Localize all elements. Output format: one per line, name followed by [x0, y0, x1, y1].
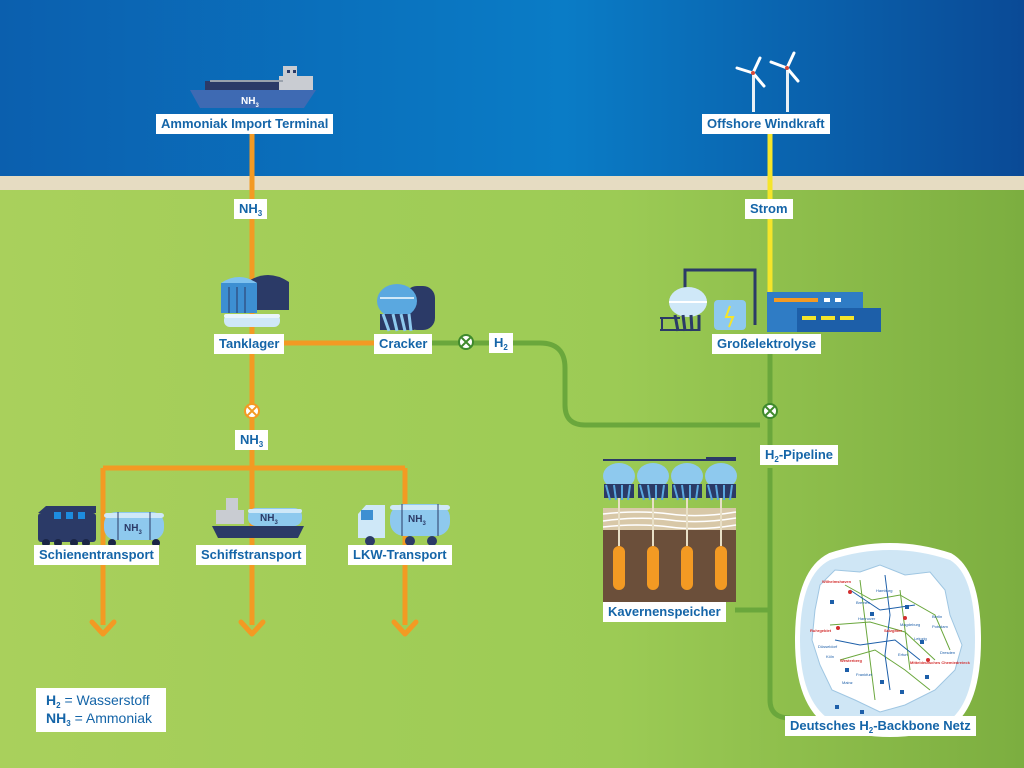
h2-pipeline-label: H2-Pipeline: [760, 445, 839, 465]
map-city-label: Bremen: [856, 600, 870, 605]
valve-icon: [244, 403, 260, 419]
nh3-flow-label-mid: NH3: [235, 430, 269, 450]
legend-h2-row: H2 = Wasserstoff: [46, 692, 150, 710]
map-city-label: Berlin: [932, 614, 942, 619]
map-city-label: Mitteldeutsches Chemiedreieck: [910, 660, 971, 665]
truck-icon: NH3: [358, 504, 450, 546]
schienentransport-label: Schienentransport: [34, 545, 159, 565]
map-city-label: Ruhrgebiet: [810, 628, 832, 633]
map-city-label: Düsseldorf: [818, 644, 838, 649]
strom-label: Strom: [745, 199, 793, 219]
ship-nh3-text: NH3: [241, 96, 259, 109]
valve-icon: [458, 334, 474, 350]
tanklager-label: Tanklager: [214, 334, 285, 354]
map-city-label: Hamburg: [876, 588, 892, 593]
wind-turbine-icon: [735, 51, 800, 112]
map-city-label: Frankfurt: [856, 672, 873, 677]
h2-backbone-label: Deutsches H2-Backbone Netz: [785, 716, 976, 736]
map-city-label: Hannover: [858, 616, 876, 621]
lkw-transport-label: LKW-Transport: [348, 545, 452, 565]
map-city-label: Westerberg: [840, 658, 862, 663]
train-icon: NH3: [38, 506, 164, 547]
grosselektrolyse-label: Großelektrolyse: [712, 334, 821, 354]
map-city-label: Wilhelmshaven: [822, 579, 852, 584]
map-city-label: Köln: [826, 654, 834, 659]
map-city-label: Mainz: [842, 680, 853, 685]
ammonia-import-terminal-label: Ammoniak Import Terminal: [156, 114, 334, 134]
germany-network-map-icon: Wilhelmshaven Hamburg Bremen Berlin Hann…: [794, 543, 982, 737]
legend-box: H2 = Wasserstoff NH3 = Ammoniak: [36, 688, 166, 732]
kavernenspeicher-label: Kavernenspeicher: [603, 602, 726, 622]
train-nh3-text: NH3: [124, 523, 142, 536]
down-arrow-icon: [89, 619, 419, 637]
barge-icon: NH3: [212, 498, 304, 538]
cavern-tank-1: [603, 463, 635, 590]
cracker-reactor-icon: [377, 284, 435, 332]
nh3-flow-label-top: NH3: [234, 199, 268, 219]
shoreline-band: [0, 176, 1024, 190]
legend-nh3-row: NH3 = Ammoniak: [46, 710, 153, 728]
schiffstransport-label: Schiffstransport: [196, 545, 307, 565]
barge-nh3-text: NH3: [260, 513, 278, 526]
map-city-label: Dresden: [940, 650, 955, 655]
valve-icon: [762, 403, 778, 419]
h2-flow-label: H2: [489, 333, 513, 353]
storage-tank-icon: [221, 275, 289, 327]
ammonia-tanker-ship-icon: NH3: [190, 66, 316, 109]
cavern-tank-2: [637, 463, 669, 590]
cavern-tank-3: [671, 463, 703, 590]
sea-background: [0, 0, 1024, 176]
map-city-label: Leipzig: [914, 636, 927, 641]
offshore-wind-label: Offshore Windkraft: [702, 114, 830, 134]
cavern-storage-icon: [602, 457, 737, 602]
cracker-label: Cracker: [374, 334, 433, 354]
map-city-label: Magdeburg: [900, 622, 920, 627]
truck-nh3-text: NH3: [408, 514, 426, 527]
map-city-label: Salzgitter: [884, 628, 902, 633]
map-city-label: Potsdam: [932, 624, 948, 629]
cavern-tank-4: [705, 463, 737, 590]
electrolysis-plant-icon: [660, 268, 881, 332]
map-city-label: Erfurt: [898, 652, 909, 657]
